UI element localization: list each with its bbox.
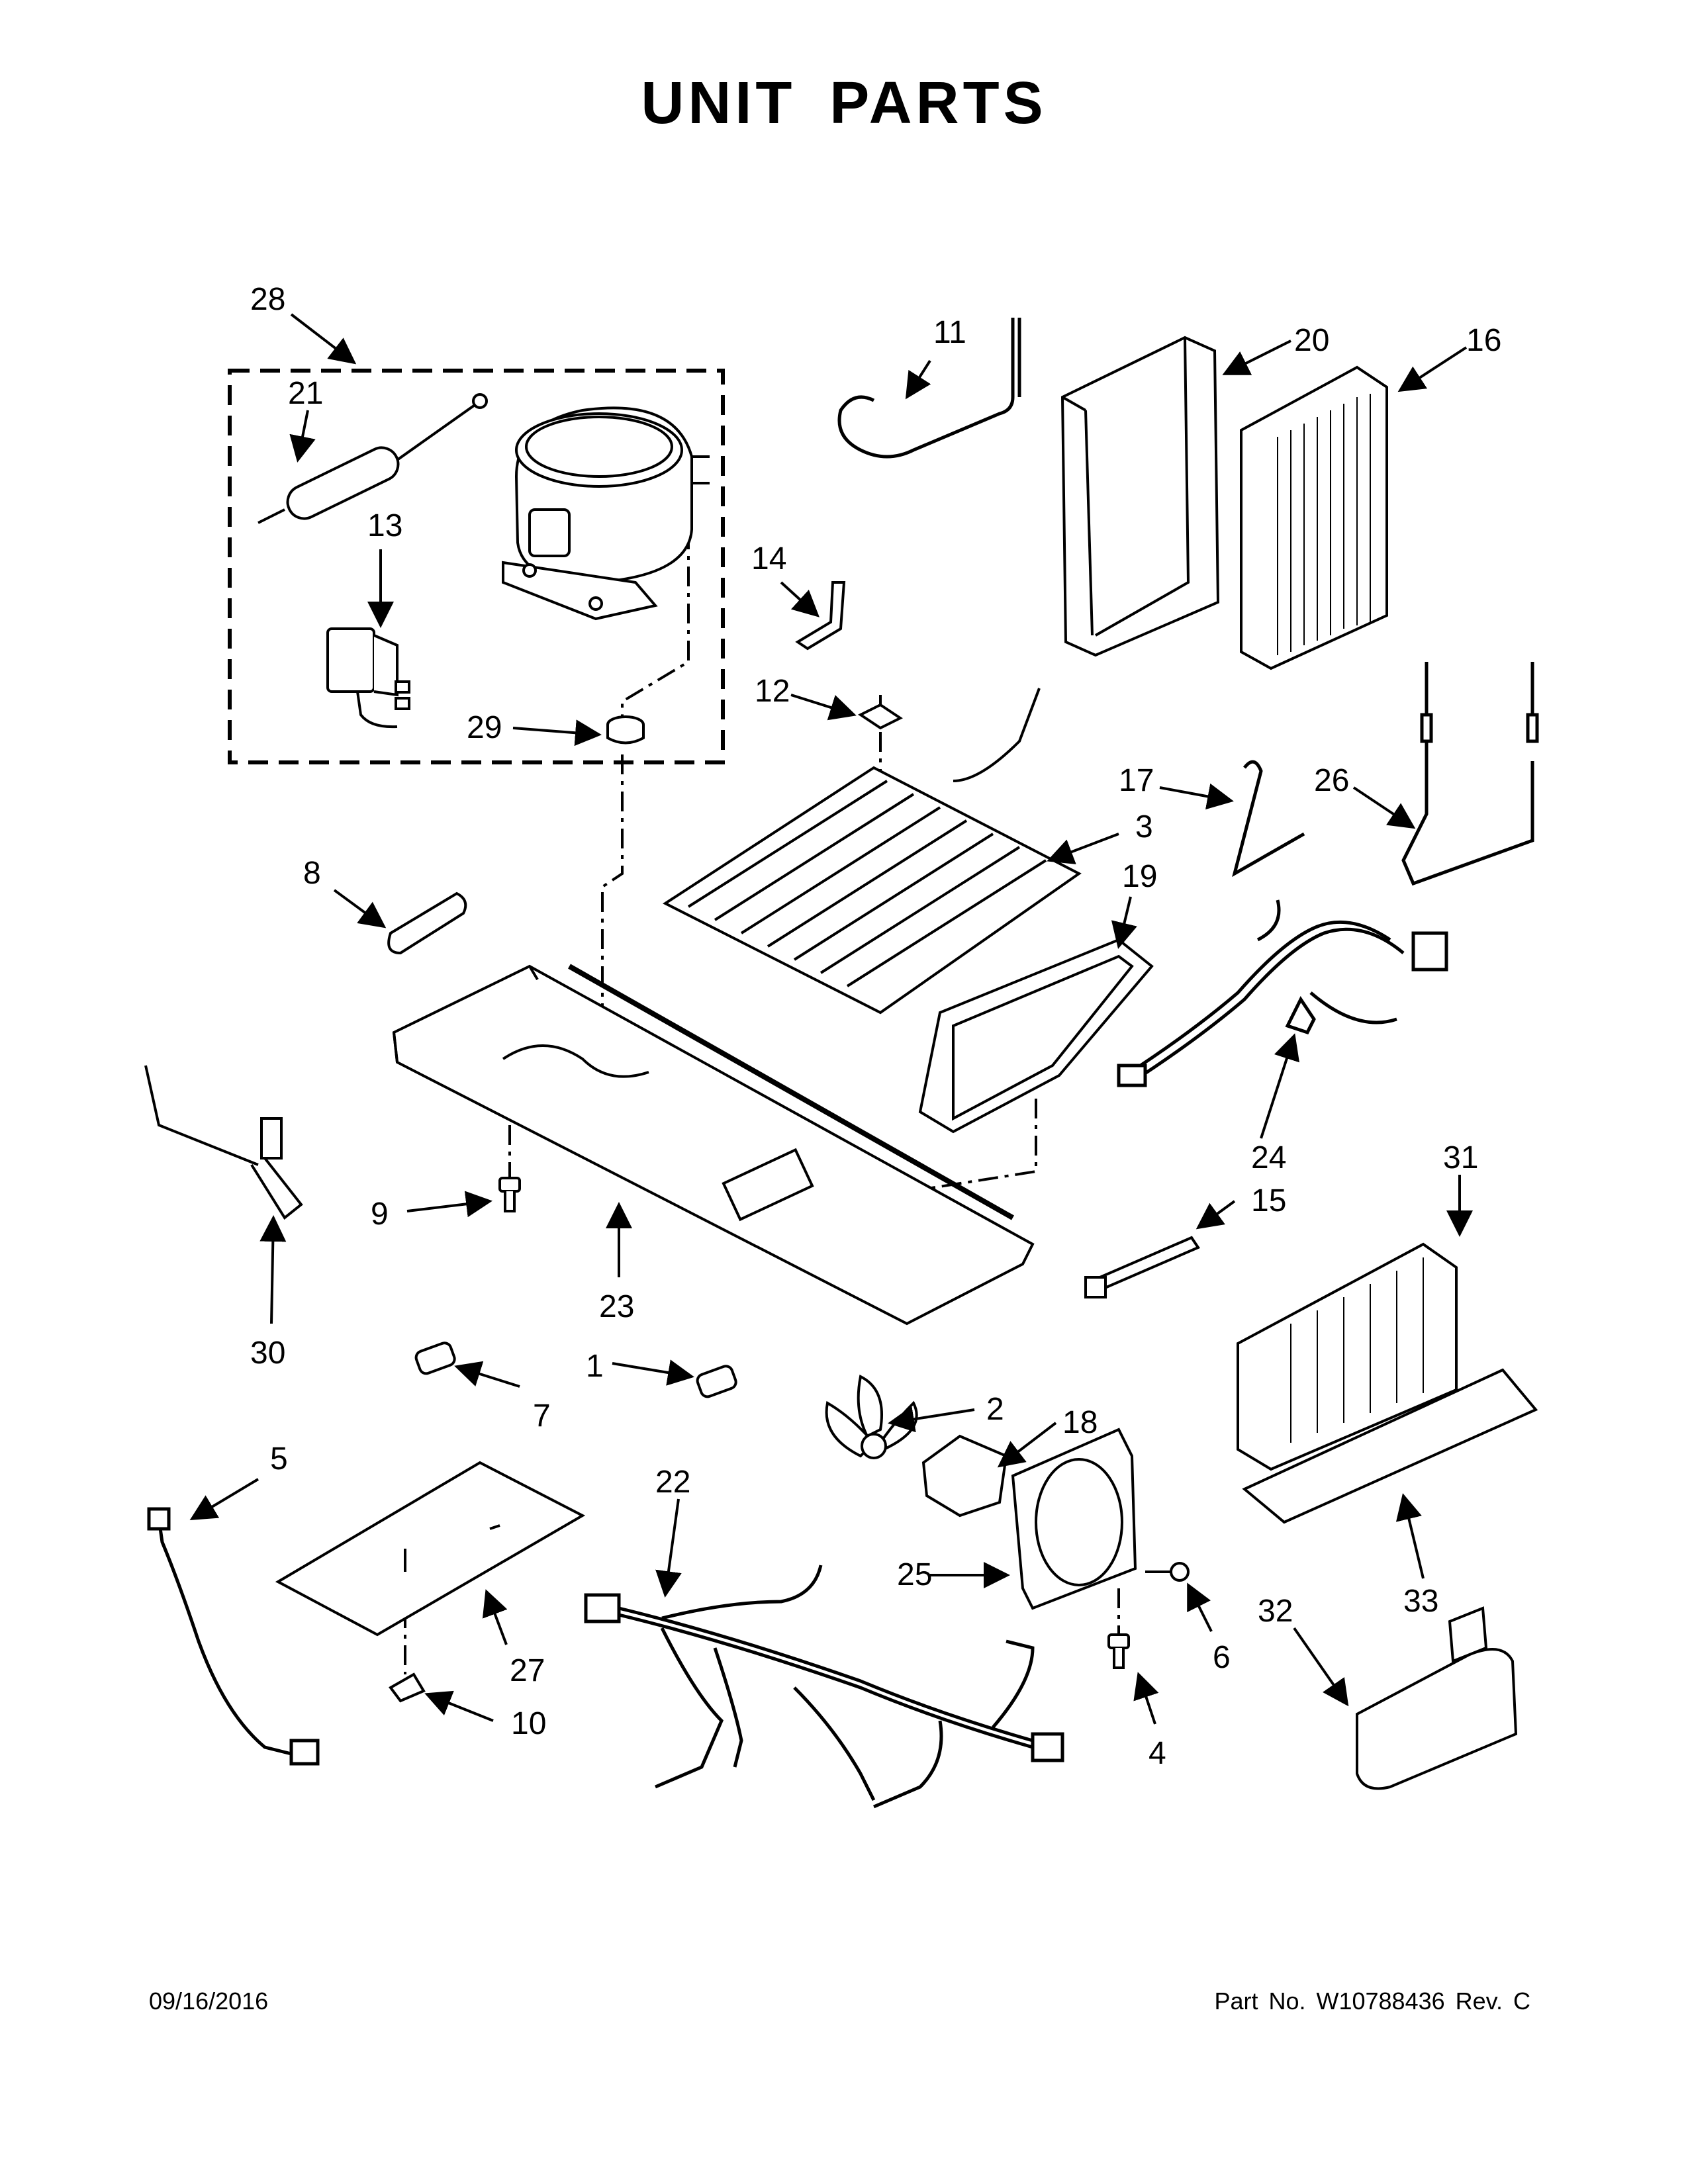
callout-23: 23 — [599, 1289, 634, 1324]
callout-16: 16 — [1466, 323, 1501, 358]
callout-5: 5 — [270, 1441, 288, 1477]
callout-31: 31 — [1443, 1140, 1478, 1175]
cable-tie-part — [1084, 1236, 1200, 1298]
screw-part — [498, 1177, 521, 1212]
sleeve-part — [387, 891, 467, 955]
callout-4: 4 — [1149, 1736, 1166, 1771]
compressor-kit-box — [228, 369, 725, 764]
shroud-screws — [1107, 1562, 1190, 1669]
callout-22: 22 — [655, 1465, 690, 1500]
footer-date: 09/16/2016 — [149, 1987, 269, 2015]
callout-11: 11 — [933, 315, 966, 350]
control-board-part — [1356, 1606, 1518, 1790]
callout-21: 21 — [288, 376, 323, 411]
tubing-part — [837, 318, 1021, 459]
retainer-clip-part — [389, 1672, 426, 1703]
compressor-part — [502, 406, 710, 621]
callout-24: 24 — [1251, 1140, 1286, 1175]
callout-27: 27 — [510, 1653, 545, 1688]
callout-18: 18 — [1062, 1405, 1098, 1440]
drier-part — [258, 393, 488, 524]
power-cord-part — [147, 1507, 320, 1766]
tube-part — [795, 581, 846, 651]
wire-harness-part — [1117, 899, 1448, 1087]
main-wire-harness-part — [584, 1565, 1064, 1809]
callout-29: 29 — [467, 710, 502, 745]
condenser-coil-part — [663, 688, 1082, 1015]
condenser-part — [1237, 1242, 1458, 1471]
callout-15: 15 — [1251, 1183, 1286, 1218]
callout-7: 7 — [533, 1398, 551, 1433]
callout-10: 10 — [511, 1706, 546, 1741]
callout-19: 19 — [1122, 859, 1157, 894]
tray-part — [1242, 1368, 1538, 1524]
callout-13: 13 — [367, 508, 402, 543]
callout-1: 1 — [586, 1349, 604, 1384]
callout-14: 14 — [751, 541, 786, 576]
evaporator-part — [1240, 365, 1388, 670]
evaporator-cover-part — [1060, 336, 1220, 657]
callout-26: 26 — [1314, 763, 1349, 798]
callout-2: 2 — [986, 1392, 1004, 1427]
capillary-tube-part — [1401, 662, 1539, 886]
callout-30: 30 — [250, 1336, 285, 1371]
hook-part — [1232, 760, 1305, 878]
callout-17: 17 — [1119, 763, 1154, 798]
fan-motor-part — [921, 1434, 1008, 1518]
fan-blade-part — [825, 1375, 918, 1459]
footer-part-number: Part No. W10788436 Rev. C — [1214, 1987, 1530, 2015]
callout-20: 20 — [1294, 323, 1329, 358]
base-plate-part — [392, 964, 1035, 1326]
callout-32: 32 — [1258, 1594, 1293, 1629]
callout-3: 3 — [1135, 809, 1153, 844]
thermistor-part — [144, 1065, 303, 1220]
callout-12: 12 — [755, 674, 790, 709]
grommet-part — [606, 715, 645, 745]
callout-6: 6 — [1213, 1640, 1231, 1675]
leader-lines — [189, 313, 1473, 1725]
insulation-sheet-part — [275, 1461, 586, 1637]
callout-25: 25 — [897, 1557, 932, 1592]
callout-8: 8 — [303, 856, 321, 891]
fan-shroud-part — [1011, 1428, 1137, 1610]
callout-9: 9 — [371, 1197, 389, 1232]
callout-28: 28 — [250, 282, 285, 317]
page-title: UNIT PARTS — [641, 70, 1047, 136]
callout-numbers: 28 21 13 29 11 20 16 14 12 17 26 3 19 8 … — [250, 282, 1501, 1771]
start-relay-part — [326, 627, 410, 729]
callout-33: 33 — [1403, 1584, 1438, 1619]
fittings-part — [414, 1342, 737, 1398]
clip-part — [858, 703, 903, 730]
